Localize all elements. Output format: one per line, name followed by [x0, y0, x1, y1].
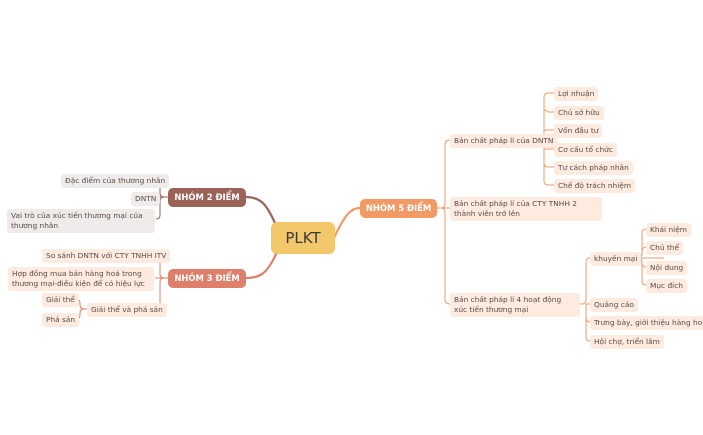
topic-giai-the-pha-san[interactable]: Giải thể và phá sản [87, 303, 167, 317]
dntn-item[interactable]: Chế độ trách nhiệm [554, 179, 636, 193]
link-root-nhom3 [245, 249, 280, 280]
dntn-item[interactable]: Vốn đầu tư [554, 124, 603, 138]
dntn-item[interactable]: Lợi nhuận [554, 87, 599, 101]
branch-nhom-3-diem[interactable]: NHÓM 3 ĐIỂM [168, 269, 246, 288]
giai-the-item[interactable]: Giải thể [42, 293, 79, 307]
nhom2-item[interactable]: Vai trò của xúc tiến thương mại của thươ… [7, 209, 155, 233]
root-node[interactable]: PLKT [271, 222, 335, 254]
khuyen-mai-item[interactable]: Khái niệm [646, 223, 691, 237]
branch-nhom-5-diem[interactable]: NHÓM 5 ĐIỂM [360, 199, 437, 218]
topic-khuyen-mai[interactable]: khuyến mại [590, 252, 642, 266]
branch-nhom-2-diem[interactable]: NHÓM 2 ĐIỂM [168, 188, 246, 207]
link-root-nhom5 [333, 206, 361, 239]
nhom2-item[interactable]: Đặc điểm của thương nhân [61, 174, 170, 188]
dntn-item[interactable]: Cơ cấu tổ chức [554, 143, 617, 157]
topic-xtm-legal-nature[interactable]: Bản chất pháp lí 4 hoạt động xúc tiến th… [450, 293, 580, 317]
topic-dntn-legal-nature[interactable]: Bản chất pháp lí của DNTN [450, 134, 558, 148]
xtm-item[interactable]: Quảng cáo [590, 298, 638, 312]
giai-the-item[interactable]: Phá sản [42, 313, 80, 327]
dntn-item[interactable]: Tư cách pháp nhân [554, 161, 633, 175]
nhom3-item[interactable]: Hợp đồng mua bán hàng hoá trong thương m… [8, 267, 154, 291]
xtm-item[interactable]: Hội chợ, triển lãm [590, 335, 664, 349]
topic-tnhh-legal-nature[interactable]: Bản chất pháp lí của CTY TNHH 2 thành vi… [450, 197, 602, 221]
xtm-item[interactable]: Trưng bày, giới thiệu hàng hoá [590, 316, 703, 330]
khuyen-mai-item[interactable]: Nội dung [646, 261, 688, 275]
nhom2-item[interactable]: DNTN [131, 192, 161, 206]
dntn-item[interactable]: Chủ sở hữu [554, 106, 604, 120]
khuyen-mai-item[interactable]: Chủ thể [646, 241, 684, 255]
nhom3-item[interactable]: So sánh DNTN với CTY TNHH ITV [42, 249, 171, 263]
link-nhom5-xtm [437, 207, 452, 305]
khuyen-mai-item[interactable]: Mục đích [646, 279, 687, 293]
